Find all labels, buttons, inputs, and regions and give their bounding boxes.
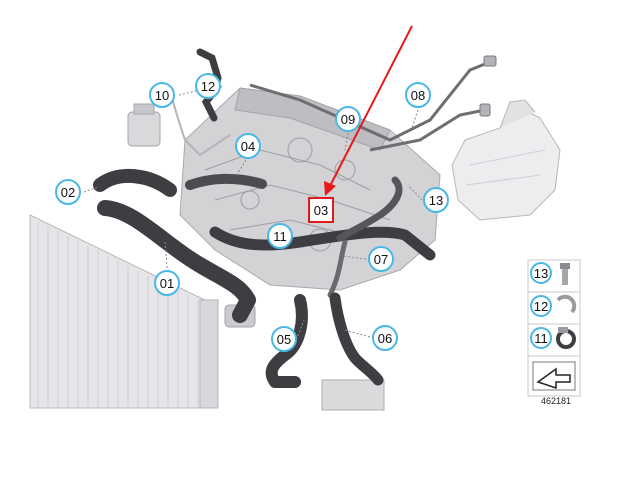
callout-03-label: 03 xyxy=(314,203,328,218)
callout-06-label: 06 xyxy=(378,331,392,346)
direction-arrow-icon xyxy=(532,361,576,391)
callout-06: 06 xyxy=(372,325,398,351)
callout-10: 10 xyxy=(149,82,175,108)
legend-item-12: 12 xyxy=(530,294,577,317)
callout-11-label: 11 xyxy=(273,229,287,244)
callout-12-label: 12 xyxy=(201,79,215,94)
expansion-tank xyxy=(451,99,561,221)
vent-line-ends xyxy=(479,55,497,117)
callout-04-label: 04 xyxy=(241,139,255,154)
callout-08: 08 xyxy=(405,82,431,108)
callout-13-label: 13 xyxy=(429,193,443,208)
callout-02: 02 xyxy=(55,179,81,205)
callout-03-highlight: 03 xyxy=(308,197,334,223)
legend-item-11-label: 11 xyxy=(534,331,548,346)
callout-01-label: 01 xyxy=(160,276,174,291)
callout-13: 13 xyxy=(423,187,449,213)
callout-02-label: 02 xyxy=(61,185,75,200)
hose-clamp-icon xyxy=(556,327,576,349)
callout-10-label: 10 xyxy=(155,88,169,103)
callout-05-label: 05 xyxy=(277,332,291,347)
legend-item-13: 13 xyxy=(530,262,570,285)
hose-05 xyxy=(265,294,308,388)
callout-04: 04 xyxy=(235,133,261,159)
callout-07: 07 xyxy=(368,246,394,272)
radiator xyxy=(29,214,219,409)
red-arrow xyxy=(324,25,413,196)
legend-item-11: 11 xyxy=(530,327,576,349)
legend-item-12-label: 12 xyxy=(534,299,548,314)
callout-09: 09 xyxy=(335,106,361,132)
legend-item-13-label: 13 xyxy=(534,266,548,281)
vent-lines xyxy=(249,60,491,152)
callout-09-label: 09 xyxy=(341,112,355,127)
callout-11: 11 xyxy=(267,223,293,249)
sensor-housing xyxy=(127,103,161,147)
hose-04 xyxy=(185,173,267,190)
hose-01 xyxy=(93,168,256,323)
reference-number: 462181 xyxy=(541,396,571,406)
callout-01: 01 xyxy=(154,270,180,296)
callout-08-label: 08 xyxy=(411,88,425,103)
callout-12: 12 xyxy=(195,73,221,99)
hose-11-07 xyxy=(209,176,436,298)
callout-07-label: 07 xyxy=(374,252,388,267)
callout-05: 05 xyxy=(271,326,297,352)
clamp-icon xyxy=(556,294,577,314)
legend-panel: 13 12 11 xyxy=(527,259,581,397)
hose-06 xyxy=(329,292,384,386)
bolt-icon xyxy=(560,263,570,285)
